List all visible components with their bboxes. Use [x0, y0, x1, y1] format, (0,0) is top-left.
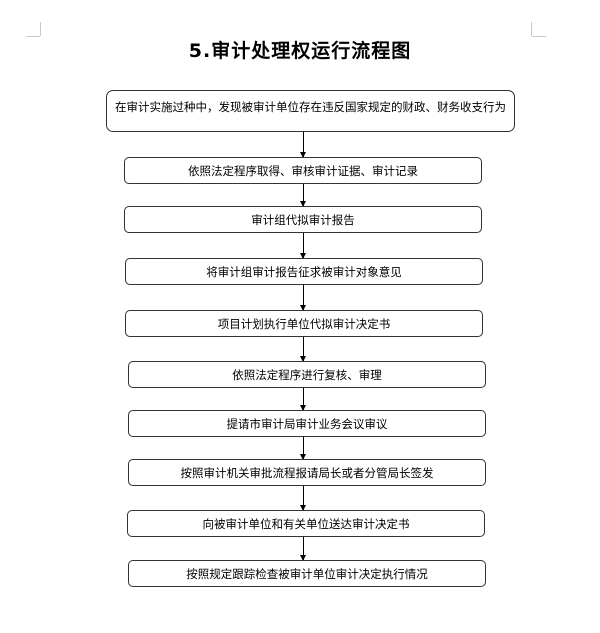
flow-arrow-5: [300, 337, 306, 362]
page-corner-mark-top-right: [532, 36, 546, 37]
flow-step-10: 按照规定跟踪检查被审计单位审计决定执行情况: [128, 560, 486, 587]
flow-step-1: 在审计实施过种中，发现被审计单位存在违反国家规定的财政、财务收支行为: [106, 90, 515, 132]
flow-arrow-3: [300, 233, 306, 259]
flow-step-8-label: 按照审计机关审批流程报请局长或者分管局长签发: [180, 465, 434, 480]
flow-arrow-1: [300, 132, 306, 158]
flow-step-8: 按照审计机关审批流程报请局长或者分管局长签发: [128, 459, 486, 486]
flow-step-9: 向被审计单位和有关单位送达审计决定书: [127, 510, 485, 537]
flow-arrow-4: [300, 285, 306, 311]
flowchart-title: 5.审计处理权运行流程图: [188, 40, 412, 62]
flow-step-2: 依照法定程序取得、审核审计证据、审计记录: [124, 157, 482, 184]
flow-step-9-label: 向被审计单位和有关单位送达审计决定书: [202, 516, 410, 531]
flow-step-7-label: 提请市审计局审计业务会议审议: [226, 416, 388, 431]
flow-arrow-9: [300, 537, 306, 561]
flow-step-6: 依照法定程序进行复核、审理: [128, 361, 486, 388]
page-corner-mark-top-right: [531, 22, 532, 36]
page-corner-mark-top-left: [26, 36, 40, 37]
flow-step-7: 提请市审计局审计业务会议审议: [128, 410, 486, 437]
flow-step-5-label: 项目计划执行单位代拟审计决定书: [217, 316, 391, 331]
flow-arrow-8: [300, 486, 306, 511]
flow-step-4: 将审计组审计报告征求被审计对象意见: [125, 258, 483, 285]
flow-arrow-7: [300, 437, 306, 460]
flow-step-3: 审计组代拟审计报告: [124, 206, 482, 233]
flow-step-5: 项目计划执行单位代拟审计决定书: [125, 310, 483, 337]
page-corner-mark-top-left: [40, 22, 41, 36]
flow-step-4-label: 将审计组审计报告征求被审计对象意见: [206, 264, 402, 279]
flow-step-6-label: 依照法定程序进行复核、审理: [232, 367, 382, 382]
flow-step-10-label: 按照规定跟踪检查被审计单位审计决定执行情况: [186, 566, 428, 581]
flow-arrow-2: [300, 184, 306, 207]
flow-step-2-label: 依照法定程序取得、审核审计证据、审计记录: [188, 163, 418, 178]
flow-step-1-label: 在审计实施过种中，发现被审计单位存在违反国家规定的财政、财务收支行为: [115, 100, 506, 114]
flow-step-3-label: 审计组代拟审计报告: [251, 212, 355, 227]
flow-arrow-6: [300, 388, 306, 411]
